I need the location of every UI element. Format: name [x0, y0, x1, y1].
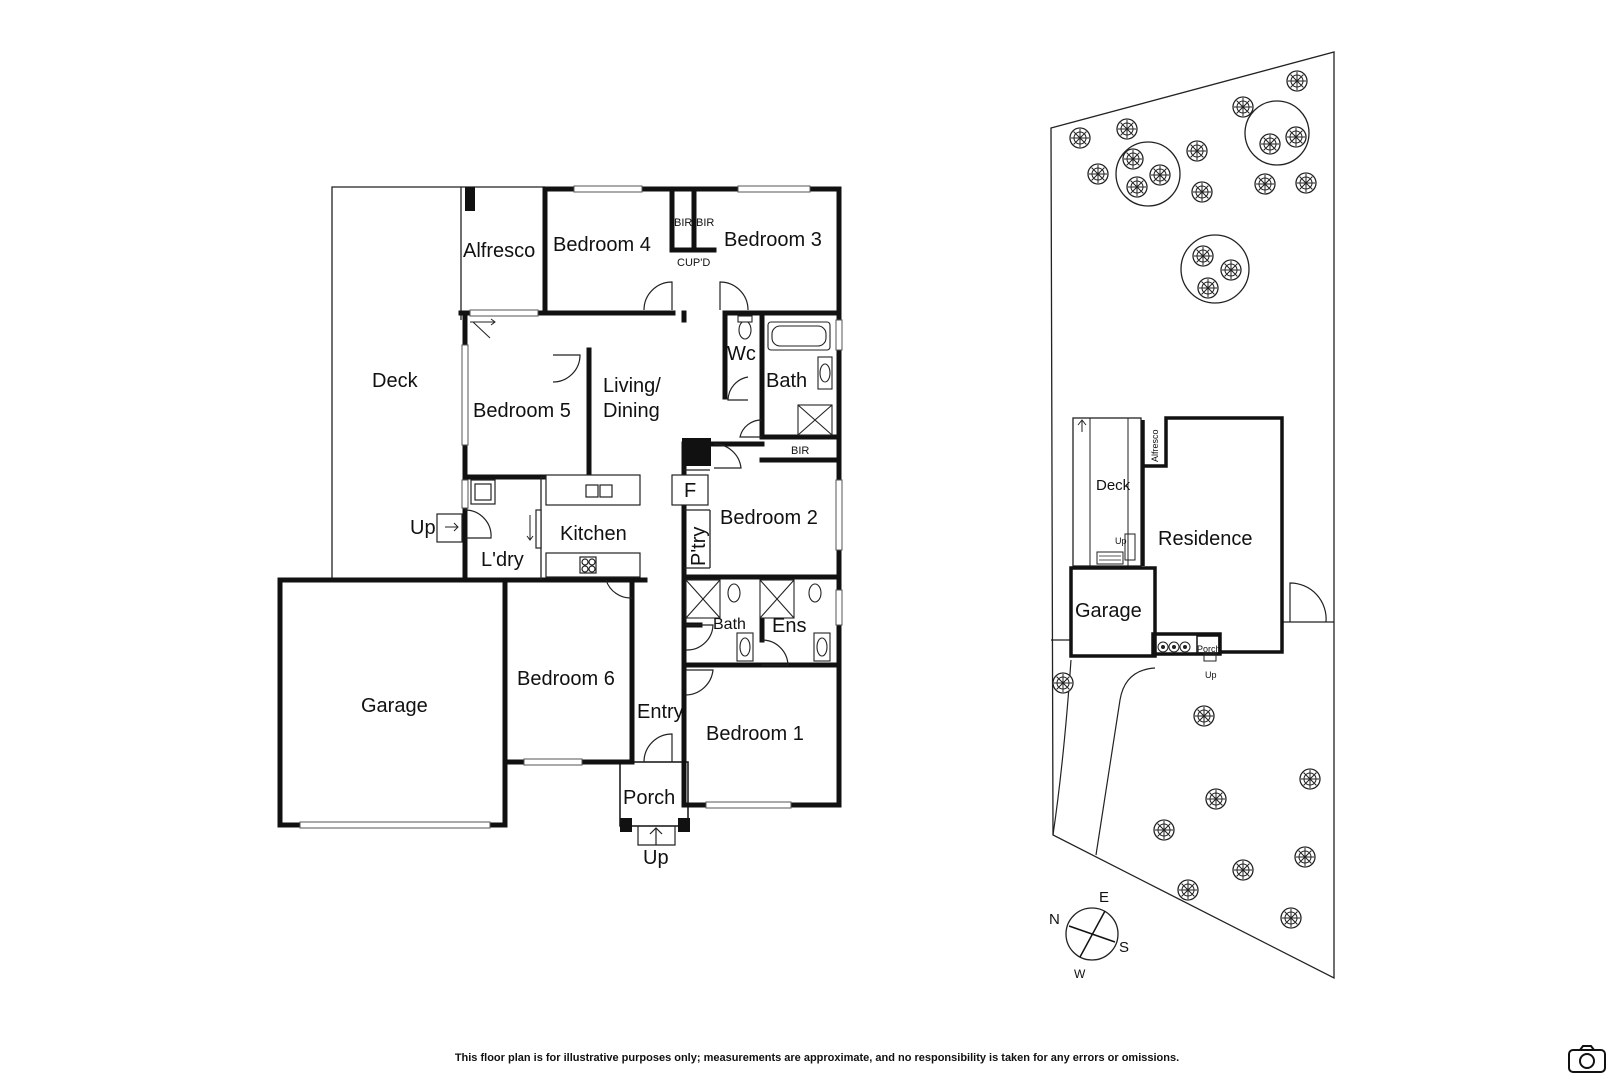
doors — [464, 281, 789, 763]
site-porch-label: Porch — [1197, 644, 1221, 654]
site-alfresco-label: Alfresco — [1150, 429, 1160, 462]
compass-east: E — [1099, 889, 1109, 906]
bathroom-fixtures — [685, 315, 833, 662]
site-residence-label: Residence — [1158, 528, 1253, 550]
main-floor-plan: Alfresco Bedroom 4 BIR BIR Bedroom 3 CUP… — [277, 185, 843, 869]
bath-2-label: Bath — [713, 616, 746, 633]
bedroom4-label: Bedroom 4 — [553, 234, 651, 256]
kitchen-label: Kitchen — [560, 523, 627, 545]
compass-north: N — [1049, 911, 1060, 928]
camera-icon — [1568, 1045, 1606, 1073]
site-plan: Alfresco Deck Residence Up Garage Porch … — [1049, 51, 1335, 981]
site-residence — [1141, 416, 1284, 656]
bath-main-label: Bath — [766, 370, 807, 392]
entry-label: Entry — [637, 701, 684, 723]
porch-walls — [619, 761, 689, 827]
up-porch-label: Up — [643, 847, 669, 869]
fridge-label: F — [684, 480, 696, 502]
wc-label: Wc — [727, 343, 756, 365]
bir-bed2-label: BIR — [791, 445, 809, 457]
bedroom1-label: Bedroom 1 — [706, 723, 804, 745]
site-boundary — [1050, 51, 1335, 980]
site-garage-label: Garage — [1075, 600, 1142, 622]
bedroom2-label: Bedroom 2 — [720, 507, 818, 529]
bedroom6-label: Bedroom 6 — [517, 668, 615, 690]
ensuite-label: Ens — [772, 615, 806, 637]
bir-right-label: BIR — [696, 217, 714, 229]
alfresco-label: Alfresco — [463, 240, 535, 262]
kitchen-fittings — [436, 474, 709, 578]
living-label-line2: Dining — [603, 400, 660, 422]
trees — [1052, 70, 1321, 929]
compass-west: W — [1074, 967, 1086, 981]
cupd-label: CUP'D — [677, 257, 710, 269]
site-labels: Alfresco Deck Residence Up Garage Porch … — [1075, 429, 1253, 680]
living-label-line1: Living/ — [603, 375, 661, 397]
bedroom5-label: Bedroom 5 — [473, 400, 571, 422]
site-up-porch-label: Up — [1205, 670, 1217, 680]
compass-south: S — [1119, 939, 1129, 956]
garage-label: Garage — [361, 695, 428, 717]
porch-label: Porch — [623, 787, 675, 809]
windows — [299, 185, 843, 829]
laundry-label: L'dry — [481, 549, 524, 571]
site-garage — [1069, 566, 1157, 658]
pantry-label: P'try — [688, 527, 710, 566]
compass: N E S W — [1049, 889, 1129, 981]
bedroom3-label: Bedroom 3 — [724, 229, 822, 251]
up-laundry-label: Up — [410, 517, 436, 539]
disclaimer-text: This floor plan is for illustrative purp… — [454, 1052, 1180, 1064]
tree-clusters — [1115, 100, 1310, 304]
site-up-deck-label: Up — [1115, 536, 1127, 546]
site-deck — [1072, 417, 1142, 567]
site-deck-label: Deck — [1096, 477, 1131, 494]
room-labels: Alfresco Bedroom 4 BIR BIR Bedroom 3 CUP… — [361, 217, 822, 869]
bir-left-label: BIR — [674, 217, 692, 229]
deck-label: Deck — [372, 370, 419, 392]
